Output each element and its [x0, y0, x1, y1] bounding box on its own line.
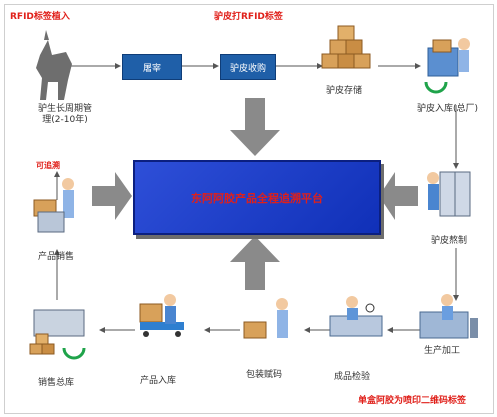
forklift-worker-icon [424, 38, 470, 94]
worker-fridge-icon [427, 171, 471, 217]
process-box-cull: 屠宰 [122, 54, 182, 80]
step-label-sales-warehouse: 销售总库 [38, 378, 75, 388]
step-label-product-sale: 产品销售 [38, 252, 75, 262]
arrow-up-gray [230, 236, 280, 290]
warehouse-boxes-icon [29, 309, 86, 360]
footer-note: 单盒阿胶为喷印二维码标签 [358, 396, 467, 406]
arrow-down-gray [230, 98, 280, 156]
step-label-donkey-mgmt: 驴生长周期管理(2-10年) [37, 104, 92, 125]
traceable-label: 可追溯 [36, 161, 60, 170]
step-label-product-store: 产品入库 [140, 376, 177, 386]
traceability-platform-box: 东阿阿胶产品全程追溯平台 [133, 160, 381, 235]
donkey-icon [36, 30, 72, 100]
rfid-hide-tag-label: 驴皮打RFID标签 [214, 12, 283, 22]
process-box-hide-collect: 驴皮收购 [220, 54, 276, 80]
rfid-implant-label: RFID标签植入 [10, 12, 70, 22]
boxes-stack-icon [321, 25, 371, 69]
arrow-right-gray [92, 172, 132, 220]
step-label-pack: 包装赋码 [246, 370, 283, 380]
arrow-left-gray [379, 172, 418, 220]
step-label-qc: 成品检验 [334, 372, 371, 382]
green-cycle-arrow-icon [62, 347, 86, 360]
step-label-hide-inbound: 驴皮入库(总厂) [417, 104, 479, 114]
sales-worker-icon [33, 178, 74, 233]
step-label-hide-storage: 驴皮存储 [326, 86, 363, 96]
inspector-icon [329, 296, 383, 337]
pallet-truck-icon [139, 294, 184, 337]
worker-machine-icon [419, 294, 478, 339]
platform-title: 东阿阿胶产品全程追溯平台 [191, 191, 323, 205]
step-label-hide-process: 驴皮熬制 [431, 236, 468, 246]
packing-worker-icon [243, 298, 288, 339]
step-label-produce: 生产加工 [424, 346, 461, 356]
